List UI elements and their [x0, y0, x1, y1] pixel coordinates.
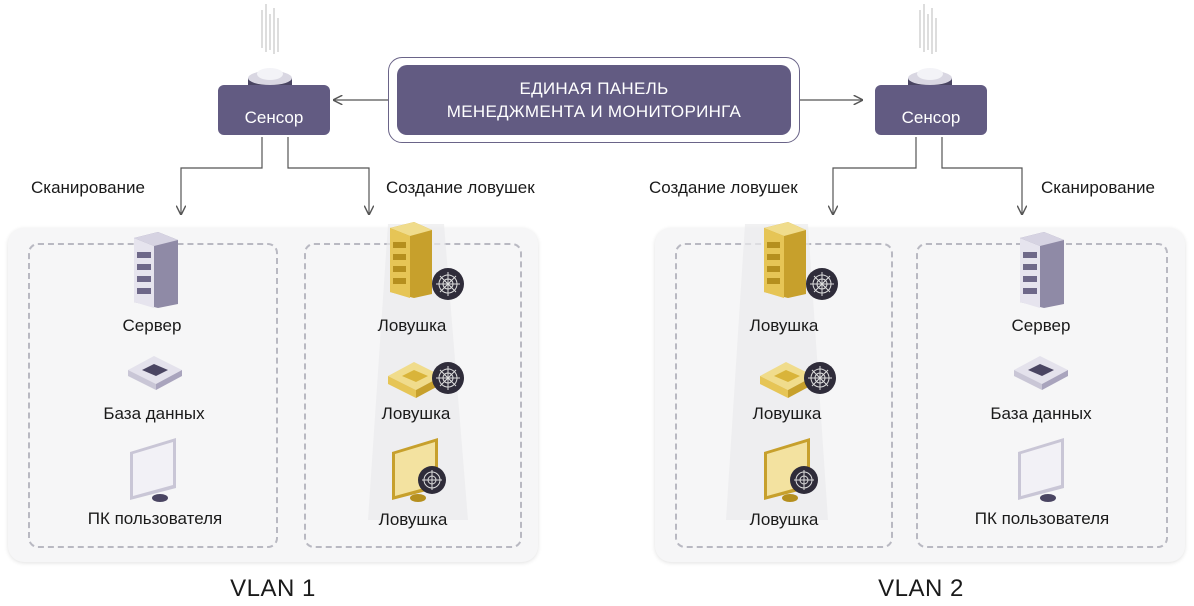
- vlan-2-asset-label-server: Сервер: [1011, 316, 1071, 335]
- vlan-1-asset-label-server: Сервер: [122, 316, 182, 335]
- monitor-icon: [126, 436, 182, 509]
- sensor-1[interactable]: Сенсор: [218, 85, 330, 135]
- trap-server-icon: [760, 222, 840, 307]
- vlan-2-title: VLAN 2: [878, 575, 964, 602]
- database-icon: [1012, 352, 1070, 397]
- vlan-1-trap-label-2: Ловушка: [381, 404, 451, 423]
- server-icon: [128, 232, 182, 313]
- panel-title-line2: МЕНЕДЖМЕНТА И МОНИТОРИНГА: [446, 102, 742, 121]
- server-icon: [1014, 232, 1068, 313]
- panel-title-line1: ЕДИНАЯ ПАНЕЛЬ: [519, 79, 669, 98]
- vlan-1-trap-label-3: Ловушка: [378, 510, 448, 529]
- vlan-1-trap-label-1: Ловушка: [377, 316, 447, 335]
- sensor-2-label: Сенсор: [901, 108, 961, 127]
- trap-monitor-icon: [760, 436, 830, 509]
- sensor-2[interactable]: Сенсор: [875, 85, 987, 135]
- vlan-2-asset-label-db: База данных: [990, 404, 1092, 423]
- vlan-1-asset-label-db: База данных: [103, 404, 205, 423]
- management-panel[interactable]: ЕДИНАЯ ПАНЕЛЬ МЕНЕДЖМЕНТА И МОНИТОРИНГА: [388, 57, 800, 143]
- trap-database-icon: [758, 356, 838, 407]
- trap-server-icon: [386, 222, 466, 307]
- monitor-icon: [1014, 436, 1070, 509]
- vlan-2-trap-label-2: Ловушка: [752, 404, 822, 423]
- vlan-2-asset-label-pc: ПК пользователя: [974, 509, 1110, 528]
- scan-label-1: Сканирование: [31, 178, 145, 197]
- traps-label-2: Создание ловушек: [649, 178, 798, 197]
- traps-label-1: Создание ловушек: [386, 178, 535, 197]
- vlan-1-title: VLAN 1: [230, 575, 316, 602]
- sensor-1-label: Сенсор: [244, 108, 304, 127]
- vlan-1-asset-label-pc: ПК пользователя: [87, 509, 223, 528]
- vlan-2-trap-label-1: Ловушка: [749, 316, 819, 335]
- database-icon: [126, 352, 184, 397]
- scan-label-2: Сканирование: [1041, 178, 1155, 197]
- vlan-2-trap-label-3: Ловушка: [749, 510, 819, 529]
- trap-monitor-icon: [388, 436, 458, 509]
- trap-database-icon: [386, 356, 466, 407]
